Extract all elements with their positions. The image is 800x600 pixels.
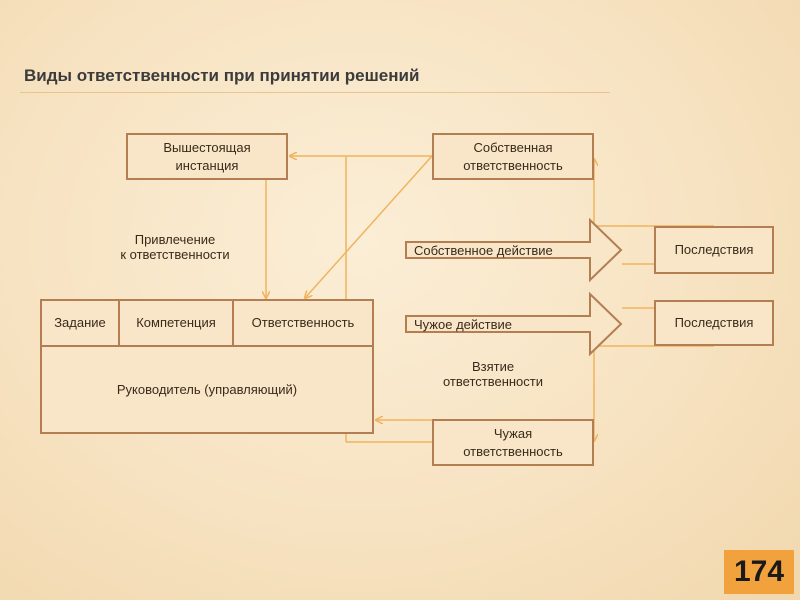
consequences-label-1: Последствия	[674, 242, 754, 258]
foreign-responsibility-box: Чужая ответственность	[432, 419, 594, 466]
foreign-action-arrow	[405, 291, 623, 357]
foreign-action-label: Чужое действие	[414, 317, 513, 332]
responsibility-label: Ответственность	[251, 315, 355, 331]
competence-label: Компетенция	[136, 315, 216, 331]
task-label: Задание	[54, 315, 106, 331]
own-action-arrow	[405, 217, 623, 283]
foreign-responsibility-label: Чужая ответственность	[463, 425, 563, 459]
own-action-label: Собственное действие	[414, 243, 553, 258]
manager-box: Руководитель (управляющий)	[40, 345, 374, 434]
title-underline	[20, 92, 610, 93]
own-responsibility-box: Собственная ответственность	[432, 133, 594, 180]
higher-authority-box: Вышестоящая инстанция	[126, 133, 288, 180]
manager-label: Руководитель (управляющий)	[116, 381, 298, 397]
line-diagonal	[305, 155, 433, 298]
task-box: Задание	[40, 299, 120, 347]
consequences-box-2: Последствия	[654, 300, 774, 346]
consequences-label-2: Последствия	[674, 315, 754, 331]
responsibility-box: Ответственность	[232, 299, 374, 347]
own-responsibility-label: Собственная ответственность	[463, 139, 563, 173]
higher-authority-label: Вышестоящая инстанция	[163, 139, 251, 173]
consequences-box-1: Последствия	[654, 226, 774, 274]
page-number-badge: 174	[724, 550, 794, 594]
taking-label: Взятие ответственности	[442, 359, 543, 389]
slide-title: Виды ответственности при принятии решени…	[24, 66, 420, 85]
involvement-label: Привлечение к ответственности	[120, 232, 230, 262]
competence-box: Компетенция	[118, 299, 234, 347]
